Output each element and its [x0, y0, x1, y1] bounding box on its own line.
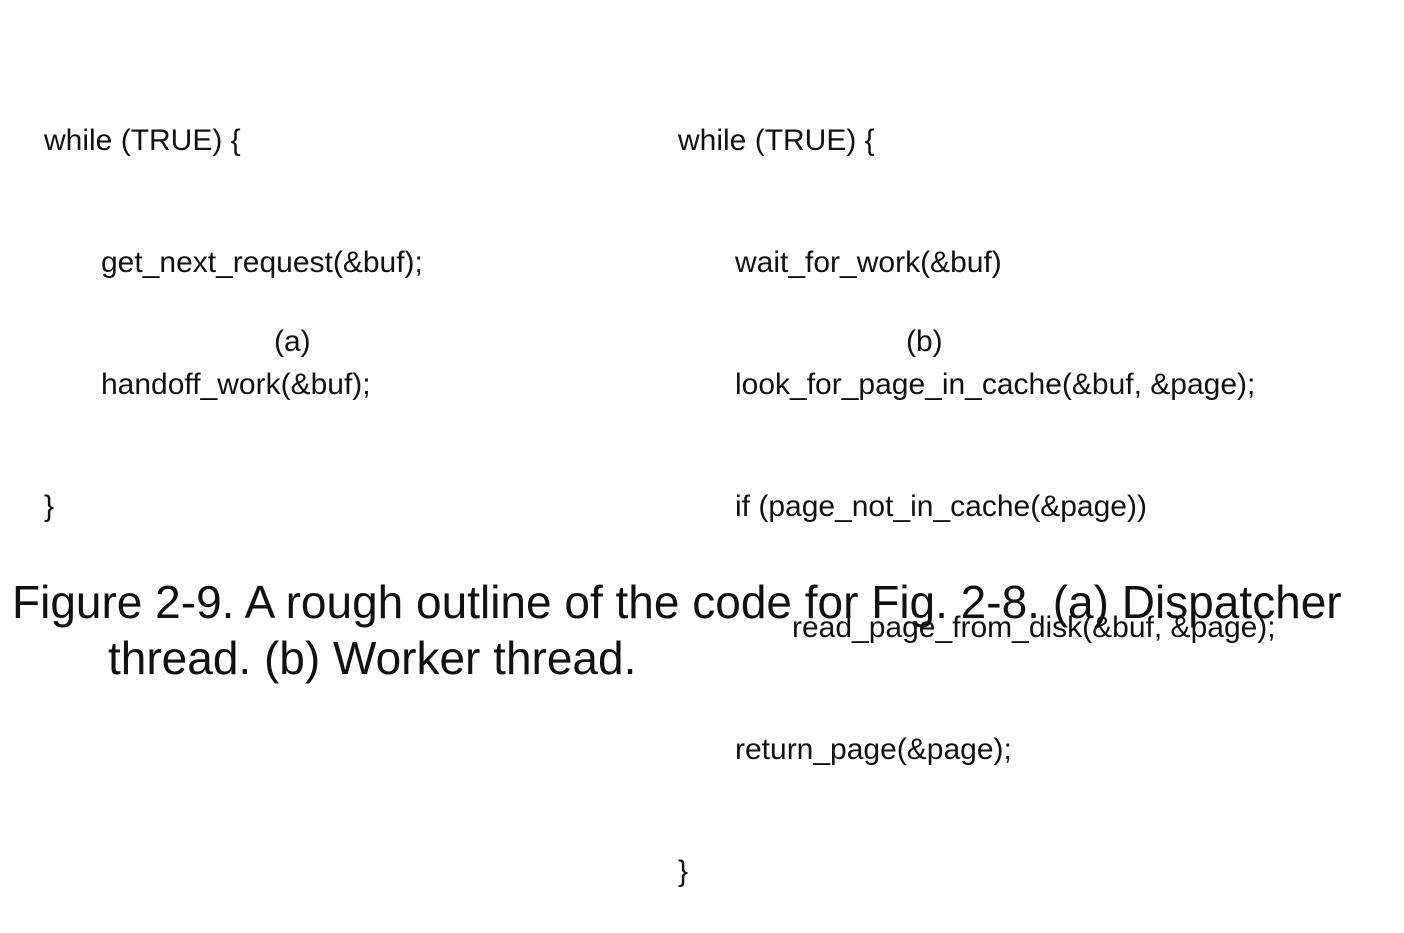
code-line: get_next_request(&buf);: [101, 245, 423, 279]
code-line: read_page_from_disk(&buf, &page);: [792, 611, 1276, 645]
panel-label-b: (b): [906, 325, 943, 358]
code-line: return_page(&page);: [735, 733, 1012, 767]
code-line: look_for_page_in_cache(&buf, &page);: [735, 367, 1256, 401]
figure-caption: Figure 2-9. A rough outline of the code …: [12, 574, 1402, 686]
worker-code-block: while (TRUE) { wait_for_work(&buf) look_…: [678, 40, 1276, 933]
code-line: while (TRUE) {: [44, 124, 241, 158]
caption-line-1: Figure 2-9. A rough outline of the code …: [12, 576, 1342, 628]
code-line: if (page_not_in_cache(&page)): [735, 489, 1147, 523]
code-line: }: [44, 489, 55, 523]
code-line: handoff_work(&buf);: [101, 367, 371, 401]
code-line: wait_for_work(&buf): [735, 245, 1002, 279]
code-line: while (TRUE) {: [678, 124, 875, 158]
dispatcher-code-block: while (TRUE) { get_next_request(&buf); h…: [44, 40, 423, 568]
panel-label-a: (a): [274, 325, 311, 358]
code-line: }: [678, 854, 689, 888]
caption-line-2: thread. (b) Worker thread.: [108, 632, 637, 684]
